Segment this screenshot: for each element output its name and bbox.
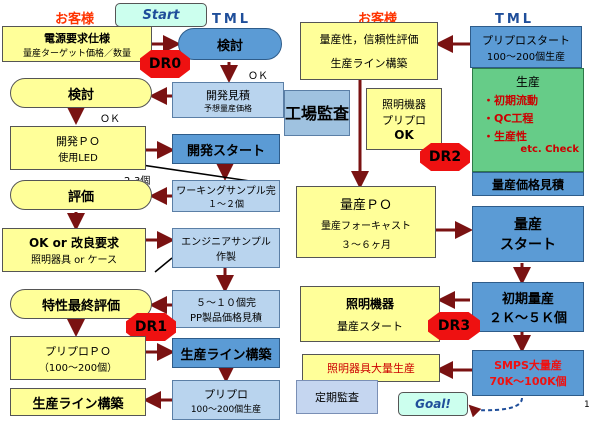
power-spec-sub: 量産ターゲット価格／数量	[22, 48, 131, 59]
header-customer-left: お客様	[55, 12, 95, 27]
dev-estimate-sub: 予想量産価格	[204, 103, 252, 113]
lighting-mass-prod-box: 照明器具大量生産	[302, 354, 440, 382]
production-box: 生産 ・初期流動 ・QC工程 ・生産性 etc. Check	[472, 68, 584, 172]
eval-box: 評価	[10, 180, 152, 210]
lighting-equip-box: 照明機器 量産スタート	[300, 286, 440, 342]
line-build-tml-box: 生産ライン構築	[172, 338, 280, 368]
pp-qty: ５～１０個完	[196, 298, 256, 309]
working-sample-title: ワーキングサンプル完	[176, 186, 276, 197]
mass-eval-title: 量産性，信頼性評価	[319, 33, 419, 46]
smps-mass-box: SMPS大量産 70K～100K個	[472, 350, 584, 396]
pre-pro-po-sub: （100～200個）	[38, 362, 118, 374]
mass-price-box: 量産価格見積	[472, 172, 584, 196]
lighting-prepro-title: 照明機器	[382, 98, 426, 111]
power-spec-box: 電源要求仕様 量産ターゲット価格／数量	[2, 26, 152, 62]
final-eval-box: 特性最終評価	[10, 289, 152, 319]
pre-pro-start-title: プリプロスタート	[482, 33, 570, 47]
smps-mass-title: SMPS大量産	[494, 359, 562, 372]
pp-price: PP製品価格見積	[189, 313, 263, 324]
lighting-ok: OK	[394, 128, 414, 142]
production-title: 生産	[515, 75, 540, 89]
mass-po-box: 量産ＰＯ 量産フォーキャスト ３～６ヶ月	[296, 186, 436, 258]
mass-start-box: 量産 スタート	[472, 206, 584, 262]
mass-forecast-sub: ３～６ヶ月	[341, 239, 391, 251]
initial-mass-box: 初期量産 ２Ｋ～５Ｋ個	[472, 282, 584, 332]
header-tml-left: TML	[212, 12, 252, 27]
line-build-customer-box: 生産ライン構築	[10, 388, 146, 416]
review-customer-box: 検討	[10, 78, 152, 108]
production-item-1: ・初期流動	[483, 94, 538, 107]
pre-pro-box: プリプロ 100～200個生産	[172, 380, 280, 420]
production-item-3: ・生産性	[483, 130, 527, 143]
pp-box: ５～１０個完 PP製品価格見積	[172, 290, 280, 328]
goal-badge: Goal!	[398, 392, 468, 416]
pre-pro-po-title: プリプロＰＯ	[45, 344, 111, 358]
dev-po-sub: 使用LED	[58, 152, 98, 164]
lighting-prepro-box: 照明機器 プリプロ OK	[366, 88, 442, 150]
dev-po-box: 開発ＰＯ 使用LED	[10, 126, 146, 170]
periodic-audit-box: 定期監査	[296, 380, 378, 414]
mass-po-title: 量産ＰＯ	[339, 197, 392, 213]
ok-label-2: ＯＫ	[100, 114, 120, 125]
power-spec-title: 電源要求仕様	[44, 31, 110, 45]
pre-pro-po-box: プリプロＰＯ （100～200個）	[10, 336, 146, 380]
dr3-badge: DR3	[428, 312, 480, 340]
smps-mass-qty: 70K～100K個	[489, 375, 567, 388]
initial-mass-title: 初期量産	[501, 292, 554, 307]
ok-or-improve-sub: 照明器具 or ケース	[30, 255, 118, 266]
mass-start-title: 量産	[514, 217, 542, 233]
dr0-badge: DR0	[140, 50, 190, 78]
dev-start-box: 開発スタート	[172, 134, 280, 164]
header-tml-right: TML	[495, 12, 535, 27]
ok-label-1: ＯＫ	[248, 71, 268, 82]
dev-po-title: 開発ＰＯ	[56, 134, 100, 148]
line-build-right: 生産ライン構築	[330, 57, 408, 70]
pre-pro-sub: 100～200個生産	[190, 404, 262, 415]
eng-sample-box: エンジニアサンプル 作製	[172, 228, 280, 268]
eng-sample-sub: 作製	[216, 252, 236, 263]
production-item-2: ・QC工程	[483, 112, 534, 125]
dr2-badge: DR2	[420, 143, 470, 171]
initial-mass-qty: ２Ｋ～５Ｋ個	[488, 311, 567, 326]
eng-sample-title: エンジニアサンプル	[181, 237, 271, 248]
lighting-prepro-title2: プリプロ	[382, 114, 426, 127]
lighting-mass-start: 量産スタート	[337, 319, 403, 333]
mass-eval-box: 量産性，信頼性評価 生産ライン構築	[300, 22, 438, 80]
mass-forecast: 量産フォーキャスト	[321, 220, 411, 232]
working-sample-sub: １～２個	[207, 200, 244, 210]
etc-check: etc. Check	[520, 144, 579, 155]
pre-pro-title: プリプロ	[204, 387, 248, 401]
mass-start-title2: スタート	[500, 237, 556, 253]
factory-audit-box: 工場監査	[284, 90, 350, 136]
dev-estimate-title: 開発見積	[206, 88, 250, 102]
dev-estimate-box: 開発見積 予想量産価格	[172, 82, 284, 118]
ok-or-improve-title: OK or 改良要求	[28, 236, 120, 250]
ok-or-improve-box: OK or 改良要求 照明器具 or ケース	[2, 228, 146, 272]
pre-pro-start-box: プリプロスタート 100～200個生産	[470, 26, 582, 68]
start-badge: Start	[115, 3, 207, 27]
pre-pro-start-sub: 100～200個生産	[486, 51, 566, 63]
lighting-equip-title: 照明機器	[345, 296, 394, 311]
review-tml-box: 検討	[178, 28, 282, 60]
page-number: 1	[584, 400, 590, 410]
working-sample-box: ワーキングサンプル完 １～２個	[172, 180, 280, 212]
